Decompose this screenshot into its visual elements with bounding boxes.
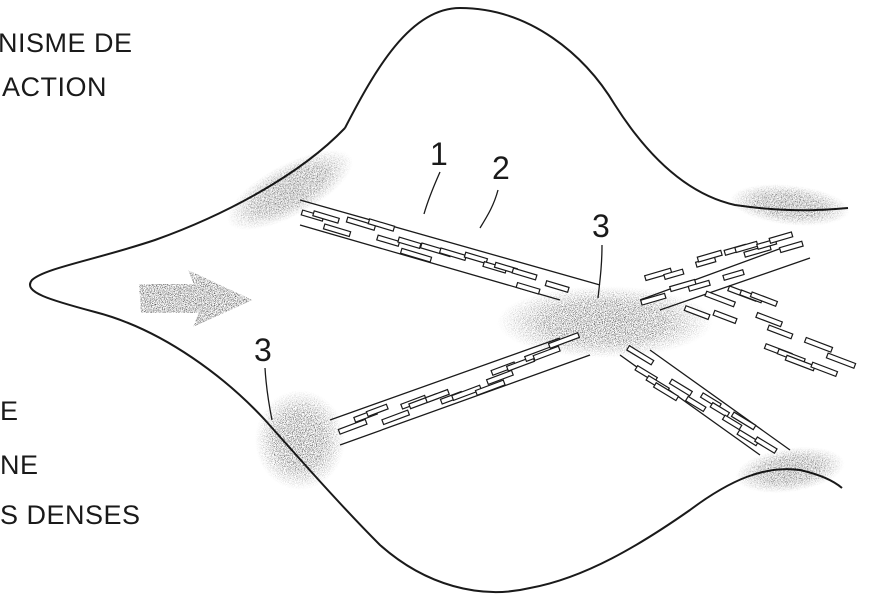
shade-top-right bbox=[728, 179, 852, 231]
shade-left bbox=[255, 390, 345, 490]
grain bbox=[323, 224, 350, 236]
grain bbox=[512, 268, 537, 280]
grain bbox=[713, 310, 737, 323]
grain bbox=[805, 337, 833, 352]
grain bbox=[377, 235, 400, 246]
grain bbox=[440, 248, 467, 260]
caption-bottom-line-3: S DENSES bbox=[0, 502, 141, 529]
callout-2: 2 bbox=[492, 152, 510, 184]
grain bbox=[767, 325, 792, 339]
grain bbox=[826, 353, 855, 368]
callout-3-left: 3 bbox=[254, 334, 272, 366]
grain bbox=[779, 241, 803, 252]
caption-top-line-1: NISME DE bbox=[0, 30, 133, 57]
caption-bottom-line-2: NE bbox=[0, 452, 39, 479]
grain bbox=[737, 430, 758, 446]
dense-center-zone bbox=[497, 286, 713, 358]
grain bbox=[811, 362, 838, 376]
grain bbox=[755, 437, 777, 453]
grain bbox=[769, 232, 793, 243]
callout-3-center: 3 bbox=[592, 210, 610, 242]
grain bbox=[723, 270, 744, 281]
grain bbox=[705, 291, 735, 307]
caption-bottom-line-1: E bbox=[0, 398, 19, 425]
right-arrow-icon bbox=[140, 272, 250, 325]
grain bbox=[382, 410, 410, 424]
grain bbox=[516, 283, 540, 294]
callout-1: 1 bbox=[430, 138, 448, 170]
grain bbox=[398, 237, 421, 248]
grain bbox=[313, 211, 339, 223]
caption-top-line-2: ACTION bbox=[2, 74, 107, 101]
